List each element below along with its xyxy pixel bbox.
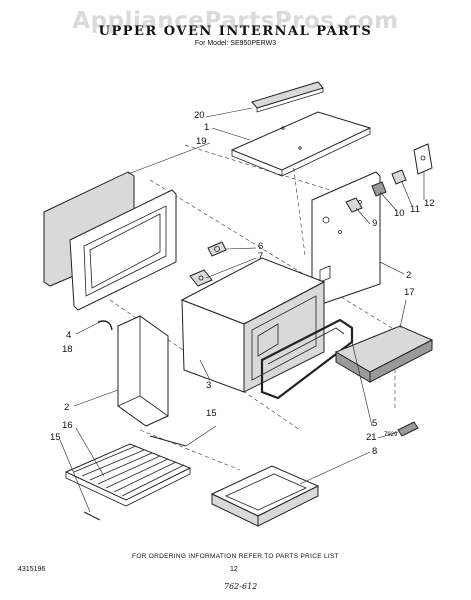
leader-line xyxy=(355,207,371,225)
callout-18: 18 xyxy=(62,344,73,355)
alignment-line xyxy=(149,179,396,331)
part-10-insulator xyxy=(371,181,387,197)
leader-line xyxy=(199,359,211,381)
callout-19: 19 xyxy=(196,136,207,147)
part-6-fitting xyxy=(207,241,227,257)
leader-line xyxy=(127,142,211,175)
leader-line xyxy=(75,321,101,335)
leader-line xyxy=(401,181,413,207)
part-3-oven-cavity xyxy=(180,257,326,393)
callout-15-lower: 15 xyxy=(50,432,61,443)
leader-line xyxy=(351,341,373,427)
callout-12: 12 xyxy=(424,198,435,209)
callout-10: 10 xyxy=(394,208,405,219)
callout-7: 7 xyxy=(258,251,264,262)
part-2-side-liner xyxy=(117,315,169,427)
leader-line xyxy=(75,427,105,477)
part-19-door-frame xyxy=(43,171,177,311)
part-21-knob xyxy=(397,421,419,437)
leader-line xyxy=(205,257,257,279)
part-4-clip xyxy=(97,320,113,331)
alignment-line xyxy=(184,144,331,191)
leader-line xyxy=(379,261,405,275)
page-title: UPPER OVEN INTERNAL PARTS xyxy=(98,24,373,39)
callout-11: 11 xyxy=(410,204,420,215)
callout-20: 20 xyxy=(194,110,205,121)
part-15-rack-guide xyxy=(83,435,187,521)
callout-6: 6 xyxy=(258,241,264,252)
diagram-reference: 7929 xyxy=(384,432,398,438)
callout-5: 5 xyxy=(372,418,378,429)
part-8-tray xyxy=(210,465,320,527)
callout-8: 8 xyxy=(372,446,378,457)
callout-1: 1 xyxy=(204,122,210,133)
callout-4: 4 xyxy=(66,330,72,341)
callout-3: 3 xyxy=(206,380,212,391)
leader-line xyxy=(299,451,371,485)
alignment-line xyxy=(289,139,306,256)
callout-17: 17 xyxy=(404,287,415,298)
leader-line xyxy=(211,127,251,141)
alignment-line xyxy=(139,429,241,471)
callout-2-left: 2 xyxy=(64,402,70,413)
part-16-oven-rack xyxy=(64,443,192,507)
part-7-bracket xyxy=(189,269,213,287)
leader-line xyxy=(185,425,217,447)
watermark: AppliancePartsPros.com xyxy=(72,8,399,34)
leader-line xyxy=(379,191,397,211)
callout-2-right: 2 xyxy=(406,270,412,281)
page-number: 12 xyxy=(230,566,238,573)
handwritten-note: 762-612 xyxy=(224,582,258,591)
callout-16: 16 xyxy=(62,420,73,431)
part-20-trim-strip xyxy=(251,81,324,113)
part-11-sensor xyxy=(391,169,407,185)
model-subtitle: For Model: SE950PERW3 xyxy=(194,40,277,47)
leader-line xyxy=(399,299,407,329)
leader-line xyxy=(205,107,253,118)
leader-line xyxy=(377,431,399,439)
leader-line xyxy=(73,389,119,407)
ordering-note: FOR ORDERING INFORMATION REFER TO PARTS … xyxy=(132,553,339,560)
part-17-pan xyxy=(334,325,434,383)
part-9-element-terminal xyxy=(345,197,363,213)
part-1-top-panel xyxy=(230,111,372,177)
callout-15-upper: 15 xyxy=(206,408,217,419)
callout-9: 9 xyxy=(372,218,378,229)
leader-line xyxy=(225,247,257,250)
document-number: 4315196 xyxy=(18,566,46,573)
callout-21: 21 xyxy=(366,432,377,443)
part-12-bracket xyxy=(413,143,433,175)
leader-line xyxy=(59,439,91,513)
